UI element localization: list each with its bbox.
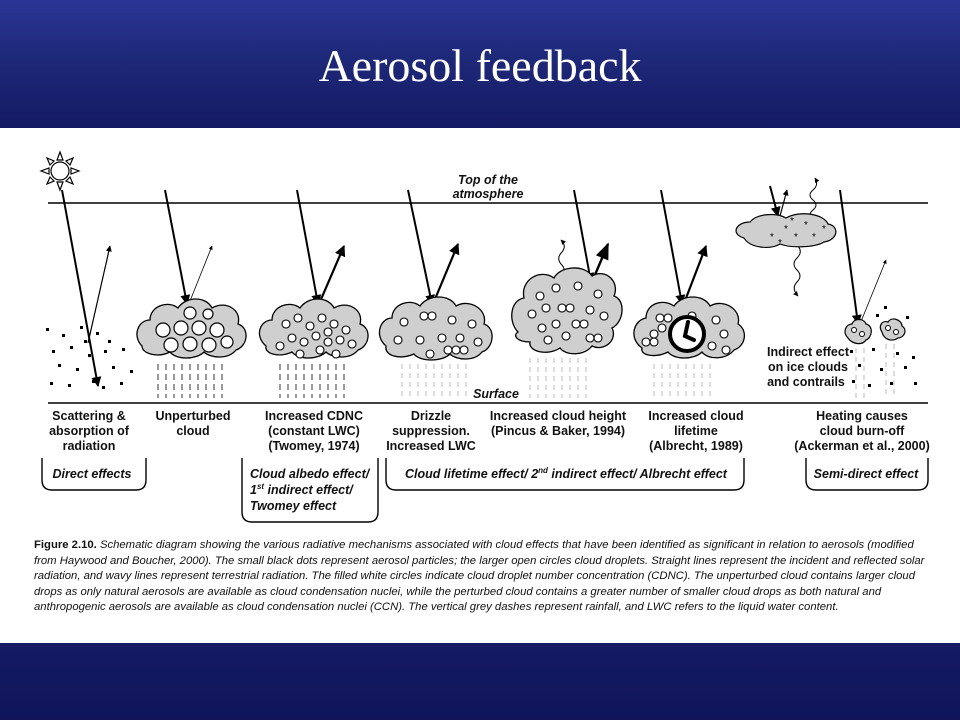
svg-text:Increased cloud height: Increased cloud height [490,409,627,423]
scattered-radiation-arrow [87,245,112,344]
cloud-increased-cdnc [258,298,369,359]
bracket-semidirect-label: Semi-direct effect [814,467,920,481]
terrestrial-radiation-wavy-arrow [793,245,801,297]
rainfall [653,364,711,398]
rainfall [529,358,587,398]
svg-text:(Albrecht, 1989): (Albrecht, 1989) [649,439,743,453]
cloud-effects-diagram: Top of the atmosphere Surface [39,150,930,523]
incident-radiation-arrow [573,189,595,283]
terrestrial-radiation-wavy-arrow [809,177,820,221]
panel-label-lifetime: Increased cloud lifetime (Albrecht, 1989… [648,409,743,453]
incident-radiation-arrow [164,189,191,305]
svg-text:lifetime: lifetime [674,424,718,438]
figure-panel: Top of the atmosphere Surface [0,128,960,643]
svg-text:Increased cloud: Increased cloud [648,409,743,423]
cloud-increased-height [511,267,623,355]
incident-radiation-arrow [61,189,102,387]
cloud-drizzle-suppression [378,296,493,361]
aerosol-particles [46,326,133,389]
panel-label-drizzle: Drizzle suppression. Increased LWC [386,409,476,453]
panel-label-height: Increased cloud height (Pincus & Baker, … [490,409,627,438]
reflected-radiation-arrow [317,244,346,305]
svg-text:*: * [790,216,794,227]
svg-text:cloud: cloud [176,424,209,438]
panel-label-cdnc: Increased CDNC (constant LWC) (Twomey, 1… [265,409,363,453]
reflected-radiation-arrow [187,245,213,307]
incident-radiation-arrow [660,189,686,305]
incident-radiation-arrow [407,189,436,305]
reflected-radiation-arrow [859,259,887,325]
incident-radiation-arrow [296,189,322,305]
svg-text:(Ackerman et al., 2000): (Ackerman et al., 2000) [794,439,930,453]
bracket-direct [41,458,147,491]
rainfall [855,344,895,398]
svg-text:*: * [822,224,826,235]
svg-text:(Pincus & Baker, 1994): (Pincus & Baker, 1994) [491,424,625,438]
aerosol-particles [850,306,917,387]
svg-text:Drizzle: Drizzle [411,409,451,423]
bracket-albedo-line1: Cloud albedo effect/ [250,467,371,481]
svg-text:*: * [784,224,788,235]
panel-label-unperturbed: Unperturbed cloud [156,409,231,438]
toa-label-line2: atmosphere [453,187,524,201]
rainfall [401,364,467,398]
bracket-direct-label: Direct effects [53,467,132,481]
clock-icon [668,315,706,353]
ice-cloud: **** **** [735,213,837,249]
bracket-semidirect [805,458,929,491]
svg-text:*: * [770,232,774,243]
rainfall [279,364,345,398]
ice-label-line2: on ice clouds [768,360,848,374]
svg-text:Increased LWC: Increased LWC [386,439,476,453]
toa-label-line1: Top of the [458,173,518,187]
caption-text: Schematic diagram showing the various ra… [34,539,925,614]
reflected-radiation-arrow [779,189,789,217]
svg-text:Unperturbed: Unperturbed [156,409,231,423]
svg-text:*: * [794,232,798,243]
svg-text:(constant LWC): (constant LWC) [268,424,360,438]
svg-text:Heating causes: Heating causes [816,409,908,423]
bracket-albedo-line3: Twomey effect [250,499,337,513]
reflected-radiation-arrow [431,242,460,305]
ice-label-line3: and contrails [767,375,845,389]
svg-text:Increased CDNC: Increased CDNC [265,409,363,423]
svg-text:*: * [812,232,816,243]
svg-text:(Twomey, 1974): (Twomey, 1974) [268,439,359,453]
cloud-burn-off [844,318,906,345]
caption-figure-label: Figure 2.10. [34,539,97,551]
svg-text:cloud burn-off: cloud burn-off [820,424,906,438]
figure-caption: Figure 2.10. Schematic diagram showing t… [34,538,934,616]
rainfall [157,364,223,398]
svg-text:*: * [778,238,782,249]
ice-label-line1: Indirect effect [767,345,850,359]
incident-radiation-arrow [769,185,781,217]
svg-text:absorption of: absorption of [49,424,130,438]
svg-text:suppression.: suppression. [392,424,470,438]
bracket-lifetime [385,458,745,491]
bracket-lifetime-label: Cloud lifetime effect/ 2nd indirect effe… [405,466,728,481]
surface-label: Surface [473,387,519,401]
bracket-albedo-line2: 1st indirect effect/ [250,482,354,497]
svg-text:radiation: radiation [63,439,116,453]
svg-text:*: * [804,220,808,231]
panel-label-direct: Scattering & absorption of radiation [49,409,130,453]
panel-label-semidirect: Heating causes cloud burn-off (Ackerman … [794,409,930,453]
slide-title: Aerosol feedback [318,40,642,91]
incident-radiation-arrow [839,189,862,325]
cloud-unperturbed [136,298,247,359]
bracket-albedo [241,458,379,523]
svg-text:Scattering &: Scattering & [52,409,126,423]
sun-icon [39,150,81,192]
reflected-radiation-arrow [681,244,708,307]
